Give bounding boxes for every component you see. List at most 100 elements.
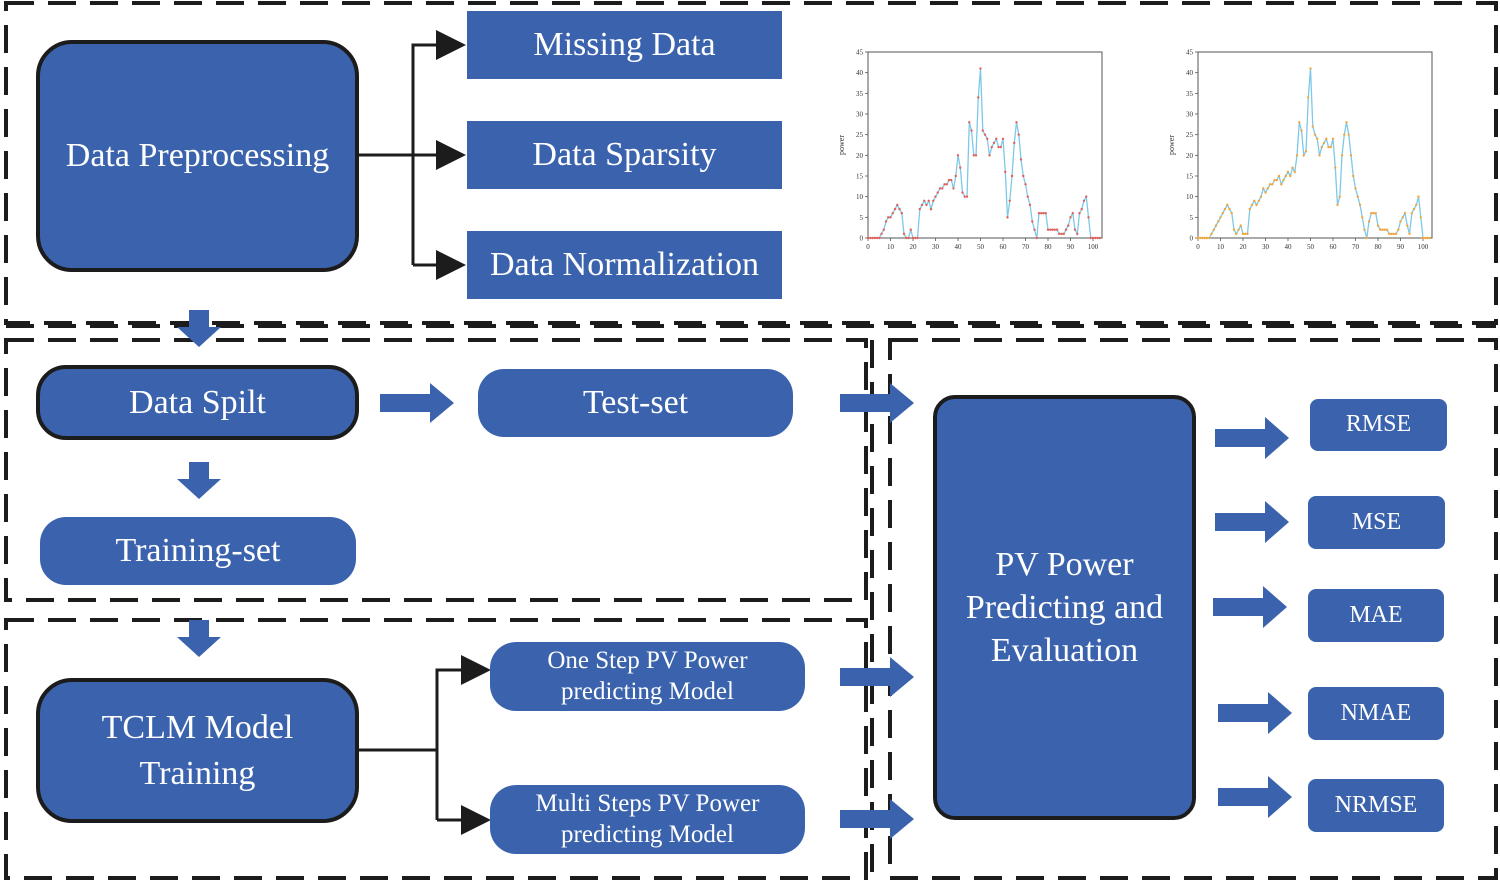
data-point: [1080, 207, 1083, 211]
data-point: [878, 236, 881, 240]
data-point: [972, 154, 975, 157]
data-point: [968, 121, 971, 124]
data-point: [866, 236, 870, 240]
data-point: [1071, 212, 1074, 215]
data-point: [1217, 220, 1220, 223]
data-point: [1412, 207, 1416, 211]
data-point: [1010, 174, 1014, 178]
data-point: [1264, 191, 1267, 194]
data-point: [1280, 183, 1283, 186]
data-point: [1257, 199, 1260, 202]
data-point: [1334, 166, 1337, 169]
data-point: [893, 207, 897, 211]
data-point: [1345, 121, 1348, 124]
mse-metric: MSE: [1308, 496, 1445, 549]
x-tick-label: 70: [1352, 243, 1360, 251]
data-point: [1340, 154, 1344, 157]
data-point: [1291, 166, 1294, 169]
data-point: [887, 216, 890, 219]
data-point: [1372, 212, 1375, 215]
data-point: [1098, 236, 1101, 240]
y-tick-label: 15: [856, 173, 864, 181]
data-point: [914, 236, 917, 240]
data-point: [1221, 212, 1224, 215]
data-point: [1383, 228, 1386, 231]
down-arrow: [177, 310, 221, 347]
data-point: [905, 236, 908, 240]
data-preprocessing-node: Data Preprocessing: [36, 40, 359, 272]
data-point: [875, 236, 879, 240]
y-tick-label: 45: [1186, 49, 1194, 57]
data-point: [943, 183, 946, 186]
data-point: [1424, 236, 1427, 240]
data-point: [900, 212, 903, 215]
data-normalization-label: Data Normalization: [489, 246, 760, 284]
data-split-node: Data Spilt: [36, 365, 359, 440]
data-point: [952, 187, 955, 190]
data-point: [1046, 228, 1050, 231]
data-point: [1024, 183, 1027, 186]
data-point: [896, 203, 899, 207]
data-split-label: Data Spilt: [129, 383, 266, 421]
data-point: [1271, 183, 1274, 186]
missing-data-node: Missing Data: [467, 11, 782, 79]
test-set-label: Test-set: [582, 384, 689, 422]
data-point: [1277, 174, 1281, 178]
right-arrow: [840, 657, 914, 697]
data-point: [1069, 216, 1072, 219]
data-point: [1096, 236, 1099, 240]
data-point: [1244, 232, 1247, 236]
data-point: [988, 154, 991, 157]
y-tick-label: 35: [1186, 90, 1194, 98]
data-point: [1055, 228, 1059, 231]
data-preprocessing-label: Data Preprocessing: [65, 137, 330, 175]
data-point: [1008, 199, 1011, 202]
data-point: [979, 67, 982, 70]
data-point: [938, 187, 942, 190]
data-sparsity-label: Data Sparsity: [532, 136, 717, 174]
data-point: [1060, 232, 1063, 236]
y-tick-label: 20: [1186, 152, 1194, 160]
data-point: [1354, 187, 1357, 190]
data-point: [1394, 232, 1398, 236]
x-tick-label: 40: [1285, 243, 1293, 251]
data-point: [1410, 212, 1413, 215]
x-tick-label: 70: [1022, 243, 1030, 251]
y-tick-label: 5: [860, 214, 864, 222]
right-arrow: [1218, 776, 1292, 818]
data-point: [965, 195, 969, 198]
y-tick-label: 10: [1186, 193, 1194, 201]
data-point: [954, 174, 957, 178]
data-point: [1343, 133, 1346, 136]
data-point: [1082, 199, 1086, 202]
data-point: [1232, 228, 1236, 231]
x-tick-label: 10: [887, 243, 895, 251]
data-point: [1208, 236, 1211, 240]
down-arrow: [177, 620, 221, 657]
x-tick-label: 10: [1217, 243, 1225, 251]
data-point: [1421, 236, 1425, 240]
data-point: [902, 232, 906, 236]
data-point: [1331, 137, 1335, 140]
mse-label: MSE: [1351, 508, 1402, 535]
y-tick-label: 45: [856, 49, 864, 57]
y-tick-label: 35: [856, 90, 864, 98]
training-section-frame: [4, 618, 868, 880]
data-point: [1044, 212, 1047, 215]
data-point: [1262, 187, 1265, 190]
data-point: [1325, 137, 1328, 140]
mae-label: MAE: [1349, 601, 1403, 628]
right-arrow: [1215, 501, 1289, 543]
x-tick-label: 60: [1330, 243, 1338, 251]
data-point: [1013, 141, 1016, 145]
data-point: [945, 183, 948, 186]
x-tick-label: 90: [1067, 243, 1075, 251]
tclm-training-label-line1: TCLM Model: [101, 709, 294, 747]
data-point: [1087, 216, 1090, 219]
x-tick-label: 80: [1375, 243, 1383, 251]
data-point: [1388, 232, 1391, 236]
data-point: [1040, 212, 1043, 215]
data-point: [1058, 232, 1061, 236]
x-tick-label: 100: [1418, 243, 1429, 251]
